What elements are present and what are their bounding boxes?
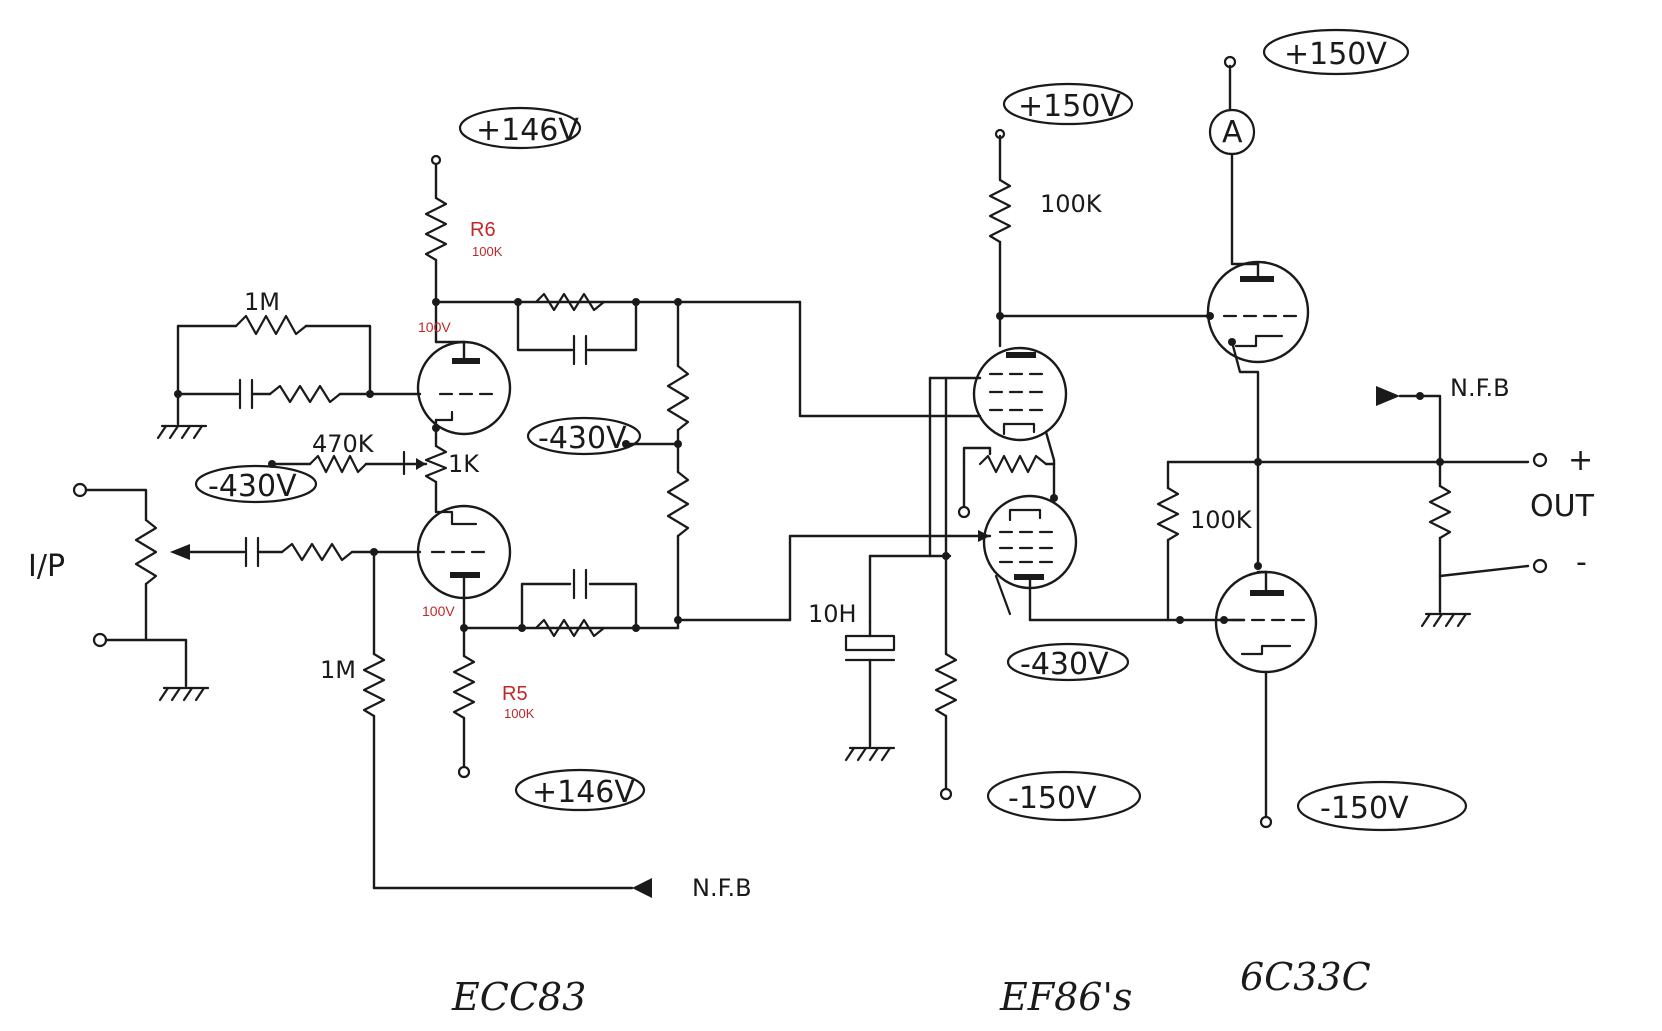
- output-terminal-plus[interactable]: [1532, 452, 1548, 468]
- output-plus-label: +: [1568, 443, 1593, 478]
- ecc83-stage: [72, 154, 952, 898]
- plate-voltage-bottom: 100V: [422, 603, 455, 619]
- r5-value-label: 100K: [504, 706, 535, 721]
- 6c33c-bias-resistor-label: 100K: [1190, 506, 1253, 534]
- plate-voltage-top: 100V: [418, 319, 451, 335]
- voltage-minus150-6c33c: -150V: [1320, 791, 1409, 826]
- 6c33c-upper-tube: [1206, 260, 1310, 364]
- cathode-pot-1k: [424, 444, 448, 484]
- resistor-470k-label: 470K: [312, 430, 375, 458]
- ef86-load-resistor-label: 100K: [1040, 190, 1103, 218]
- ef86-stage: [844, 128, 1246, 801]
- ef86-tail-resistor: [934, 652, 958, 718]
- r6-name-label: R6: [470, 219, 496, 241]
- ef86-upper-pentode: [972, 346, 1068, 442]
- input-label: I/P: [28, 549, 65, 584]
- feedback-resistor-label: 1M: [244, 288, 280, 316]
- resistor-470k: [308, 454, 368, 474]
- voltage-minus430-mid: -430V: [538, 421, 627, 456]
- component-labels: R6 100K R5 100K 100V 100V 1M 1M 470K 1K …: [28, 115, 1595, 1019]
- 6c33c-bias-resistor-100k: [1156, 486, 1180, 542]
- pot-1k-label: 1K: [448, 450, 480, 478]
- voltage-labels: +146V +146V +150V +150V -430V -430V -430…: [194, 28, 1468, 832]
- tube-label-ef86: EF86's: [999, 975, 1132, 1019]
- tube-label-ecc83: ECC83: [451, 975, 586, 1019]
- input-grid-stopper: [280, 542, 354, 562]
- voltage-minus430-left: -430V: [208, 469, 297, 504]
- voltage-plus150-6c33c: +150V: [1284, 37, 1387, 72]
- feedback-resistor-series: [268, 384, 342, 404]
- grid-resistor-label: 1M: [320, 656, 356, 684]
- voltage-plus150-ef86: +150V: [1018, 89, 1121, 124]
- input-volume-pot: [134, 518, 158, 586]
- voltage-minus150-ef86: -150V: [1008, 781, 1097, 816]
- choke-label: 10H: [808, 600, 857, 628]
- coupling-resistor-top: [534, 292, 606, 312]
- r6-resistor: [424, 196, 448, 262]
- tube-label-6c33c: 6C33C: [1240, 955, 1371, 999]
- nfb-label-top: N.F.B: [1450, 374, 1510, 402]
- nfb-label-bottom: N.F.B: [692, 874, 752, 902]
- choke-10h: [844, 634, 896, 652]
- ef86-cathode-balance-pot: [978, 454, 1048, 474]
- voltage-minus430-ef86: -430V: [1020, 647, 1109, 682]
- output-minus-label: -: [1576, 545, 1587, 580]
- r5-resistor: [452, 654, 476, 720]
- input-terminal-hot[interactable]: [72, 482, 88, 498]
- r6-value-label: 100K: [472, 244, 503, 259]
- ef86-load-resistor-100k: [988, 178, 1012, 244]
- voltage-plus146-top: +146V: [476, 113, 579, 148]
- supply-terminal-top: [430, 154, 442, 166]
- grid-resistor-1m: [362, 652, 386, 718]
- divider-resistor-lower: [666, 470, 690, 538]
- ef86-negative-supply-terminal: [939, 787, 953, 801]
- feedback-resistor-1m: [234, 314, 308, 336]
- divider-resistor-upper: [666, 364, 690, 432]
- 6c33c-stage: [1156, 55, 1548, 829]
- input-terminal-ground[interactable]: [92, 632, 108, 648]
- output-terminal-minus[interactable]: [1532, 558, 1548, 574]
- ammeter-label: A: [1222, 115, 1243, 150]
- output-label: OUT: [1530, 489, 1595, 524]
- voltage-plus146-bottom: +146V: [532, 775, 635, 810]
- output-load-resistor: [1428, 484, 1452, 540]
- coupling-resistor-bottom: [534, 618, 606, 638]
- 6c33c-negative-supply-terminal: [1259, 815, 1273, 829]
- supply-terminal-bottom: [457, 765, 471, 779]
- r5-name-label: R5: [502, 683, 528, 705]
